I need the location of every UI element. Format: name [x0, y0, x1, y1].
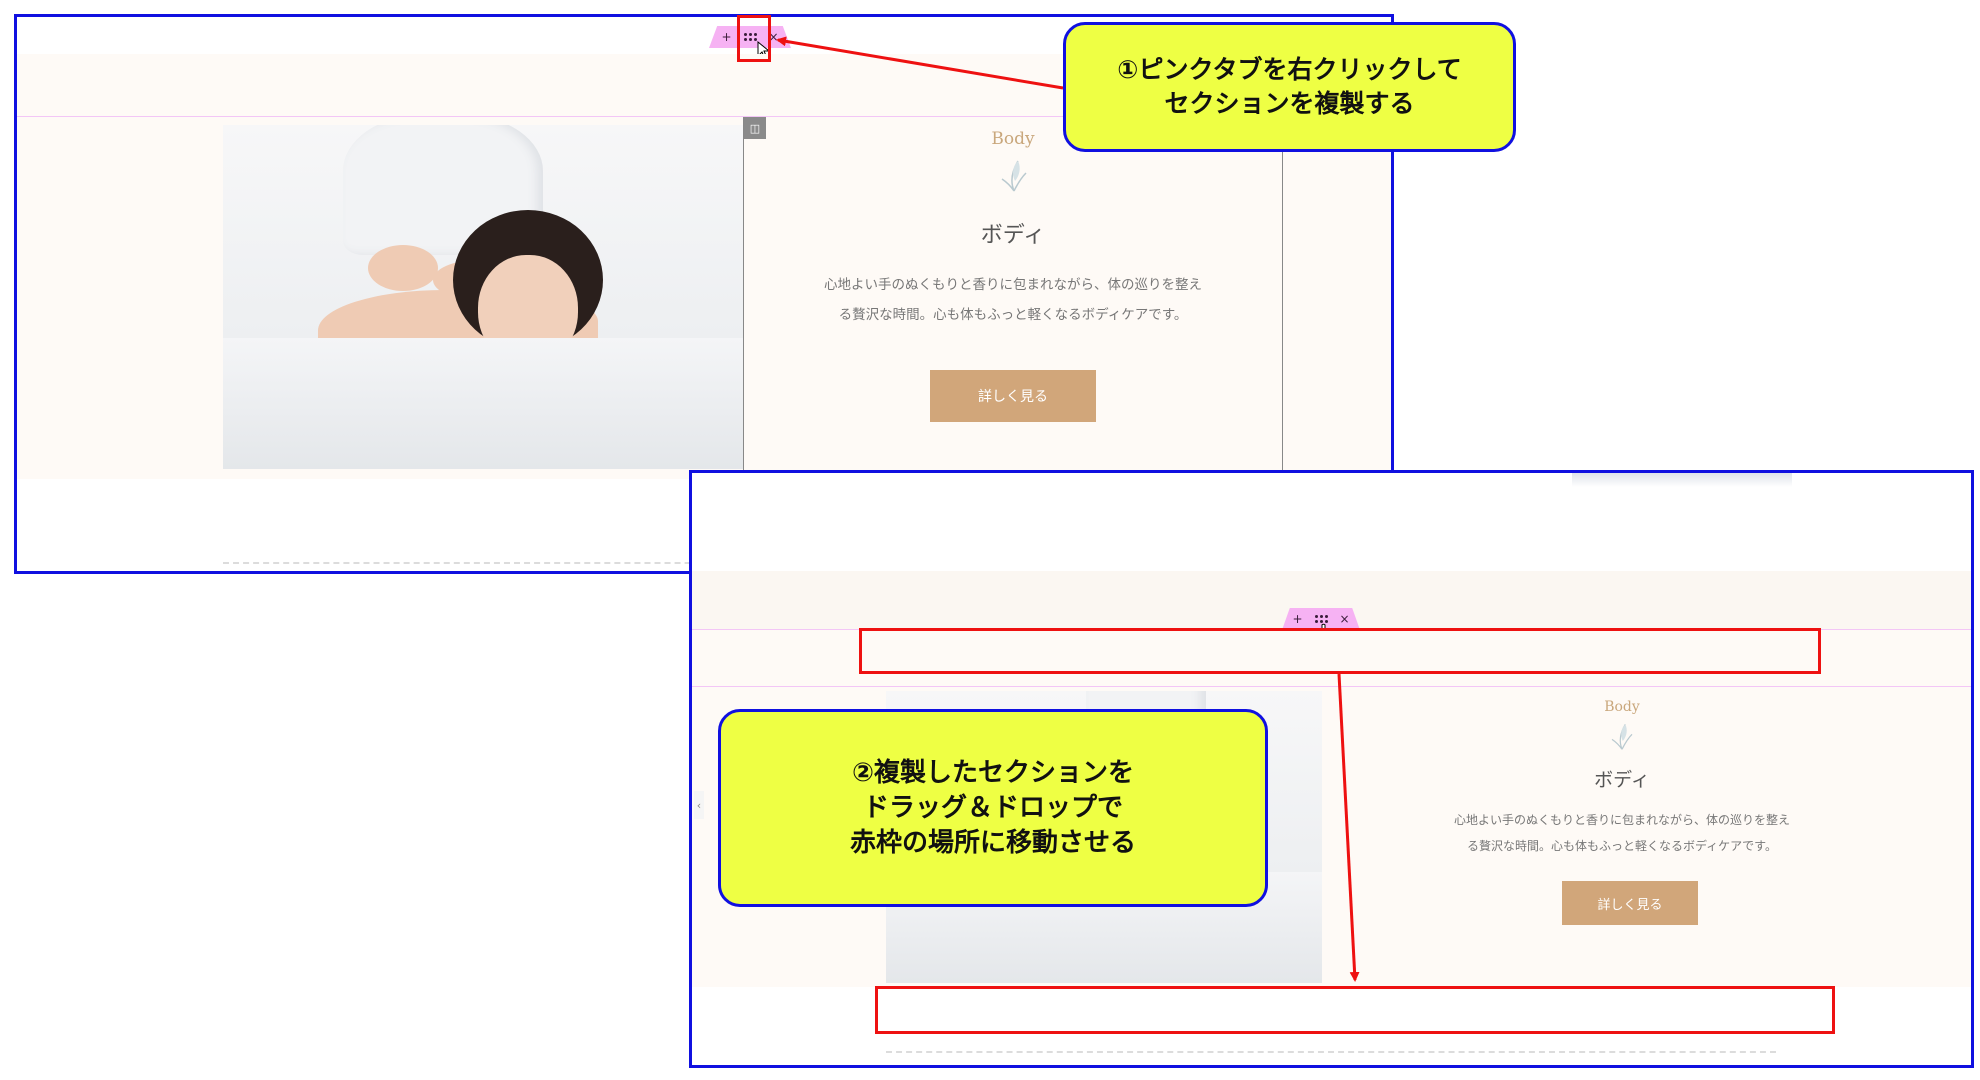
close-icon[interactable]: × [768, 30, 779, 44]
callout-step-2: ②複製したセクションを ドラッグ＆ドロップで 赤枠の場所に移動させる [718, 709, 1268, 907]
image-fragment [1572, 473, 1792, 487]
card-description-line-2: る贅沢な時間。心も体もふっと軽くなるボディケアです。 [1467, 839, 1777, 853]
duplicated-section-header [692, 630, 1971, 686]
card-english-title: Body [991, 129, 1035, 149]
callout-step-2-line-3: 赤枠の場所に移動させる [849, 827, 1136, 858]
card-japanese-title: ボディ [1594, 769, 1650, 791]
drop-target-highlight [875, 986, 1835, 1034]
card-description-line-1: 心地よい手のぬくもりと香りに包まれながら、体の巡りを整え [1453, 813, 1790, 827]
card-description-line-2: る贅沢な時間。心も体もふっと軽くなるボディケアです。 [838, 307, 1188, 323]
add-icon[interactable]: + [721, 30, 732, 44]
section-pink-tab[interactable]: + × [1282, 608, 1360, 630]
close-icon[interactable]: × [1339, 612, 1350, 626]
add-icon[interactable]: + [1292, 612, 1303, 626]
collapse-arrow[interactable]: ‹ [694, 791, 704, 819]
leaf-ornament-icon [1611, 724, 1633, 750]
callout-step-2-line-2: ドラッグ＆ドロップで [862, 792, 1123, 823]
card-description-line-1: 心地よい手のぬくもりと香りに包まれながら、体の巡りを整え [824, 277, 1202, 293]
arrow-to-drop-target [1337, 673, 1360, 982]
duplicated-section-highlight [859, 628, 1821, 674]
section-divider-bottom [692, 686, 1971, 687]
leaf-ornament-icon [1001, 160, 1027, 192]
details-button[interactable]: 詳しく見る [1562, 881, 1698, 925]
callout-step-1: ①ピンクタブを右クリックして セクションを複製する [1063, 22, 1516, 152]
dropzone-dashed-line [886, 1051, 1776, 1053]
grip-highlight-box [737, 15, 771, 62]
column-layout-icon[interactable]: ◫ [744, 117, 766, 139]
details-button[interactable]: 詳しく見る [930, 370, 1096, 422]
card-english-title: Body [1604, 699, 1640, 715]
grip-icon[interactable] [1314, 615, 1328, 623]
callout-step-2-line-1: ②複製したセクションを [851, 757, 1134, 788]
section-divider [17, 116, 1391, 117]
arrow-to-pink-tab [776, 36, 1064, 90]
content-card: Body ボディ 心地よい手のぬくもりと香りに包まれながら、体の巡りを整え る贅… [1322, 687, 1922, 987]
content-card: ◫ Body ボディ 心地よい手のぬくもりと香りに包まれながら、体の巡りを整え … [743, 117, 1283, 479]
card-japanese-title: ボディ [980, 223, 1046, 248]
grip-icon[interactable] [743, 33, 757, 41]
massage-photo [223, 125, 743, 469]
callout-step-1-line-1: ①ピンクタブを右クリックして [1117, 55, 1462, 84]
callout-step-1-line-2: セクションを複製する [1164, 89, 1415, 118]
